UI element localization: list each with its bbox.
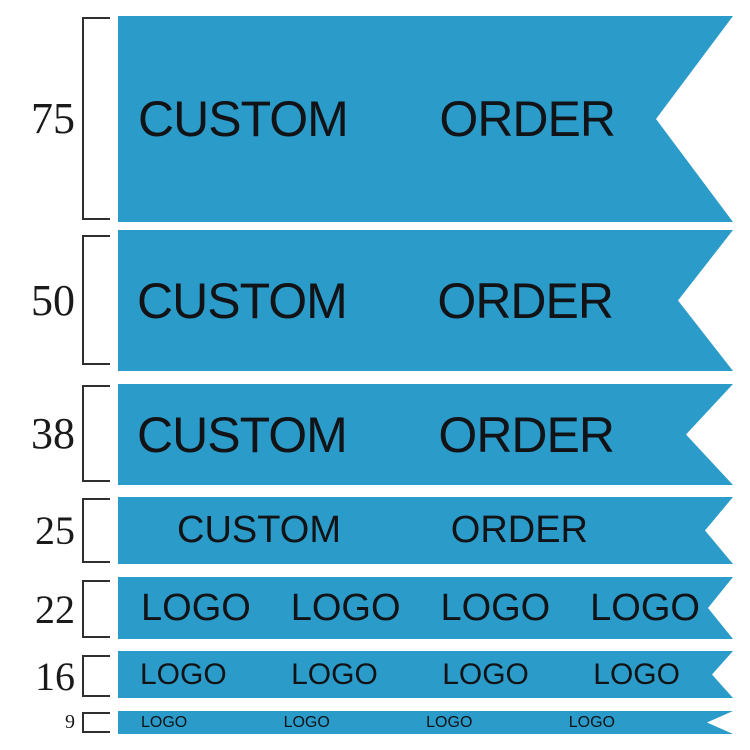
measure-bracket-22 — [82, 580, 110, 638]
ribbon-word: LOGO — [140, 657, 227, 691]
ribbon-word: LOGO — [141, 713, 188, 731]
size-number-16: 16 — [35, 653, 75, 699]
ribbon-word: ORDER — [439, 91, 615, 147]
ribbon-word: CUSTOM — [137, 406, 347, 463]
ribbon-9: LOGO LOGO LOGO LOGO — [118, 711, 733, 734]
ribbon-word: LOGO — [593, 657, 680, 691]
ribbon-word: LOGO — [291, 657, 378, 691]
measure-bracket-75 — [82, 17, 110, 220]
ribbon-75: CUSTOM ORDER — [118, 16, 733, 222]
ribbon-word: LOGO — [283, 713, 330, 731]
ribbon-word: ORDER — [438, 406, 614, 463]
size-number-22: 22 — [35, 586, 75, 632]
measure-bracket-50 — [82, 235, 110, 365]
size-number-75: 75 — [31, 94, 75, 143]
measure-bracket-38 — [82, 385, 110, 482]
ribbon-word: LOGO — [440, 586, 551, 629]
size-number-50: 50 — [31, 275, 75, 325]
measure-bracket-16 — [82, 655, 110, 697]
measure-bracket-9 — [82, 712, 110, 733]
ribbon-25: CUSTOM ORDER — [118, 497, 733, 564]
ribbon-word: LOGO — [568, 713, 615, 731]
ribbon-word: LOGO — [590, 586, 700, 629]
ribbon-word: LOGO — [290, 586, 401, 629]
ribbon-word: LOGO — [426, 713, 473, 731]
ribbon-22: LOGO LOGO LOGO LOGO — [118, 577, 733, 639]
ribbon-16: LOGO LOGO LOGO LOGO — [118, 651, 733, 698]
measure-bracket-25 — [82, 498, 110, 563]
ribbon-50: CUSTOM ORDER — [118, 230, 733, 371]
ribbon-word: CUSTOM — [138, 91, 348, 147]
ribbon-word: LOGO — [141, 586, 251, 629]
ribbon-word: LOGO — [442, 657, 529, 691]
size-number-25: 25 — [35, 508, 75, 553]
ribbon-38: CUSTOM ORDER — [118, 384, 733, 485]
ribbon-word: ORDER — [450, 509, 588, 551]
ribbon-word: ORDER — [437, 272, 613, 329]
size-number-38: 38 — [31, 409, 75, 458]
ribbon-word: CUSTOM — [137, 272, 347, 329]
ribbon-word: CUSTOM — [177, 509, 341, 551]
size-number-9: 9 — [65, 711, 75, 733]
